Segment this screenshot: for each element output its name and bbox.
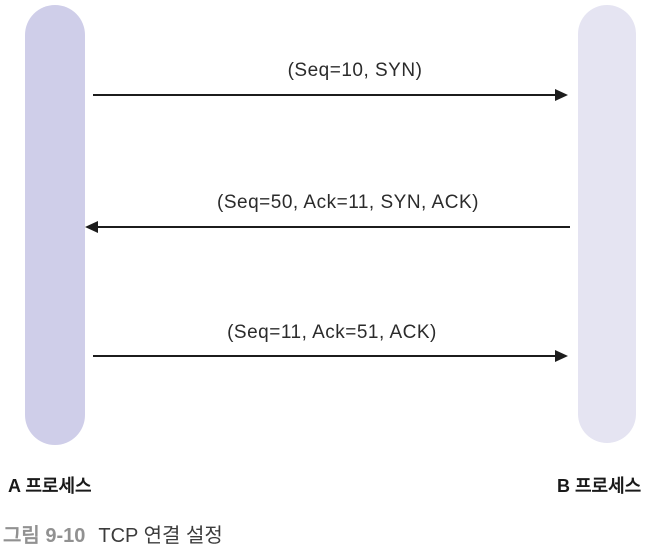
process-a-lifeline <box>25 5 85 445</box>
message-3-arrow-right-icon <box>93 350 568 362</box>
message-1-arrow-right-icon <box>93 89 568 101</box>
figure-caption: 그림 9-10 TCP 연결 설정 <box>3 519 223 548</box>
process-b-label: B 프로세스 <box>557 476 642 496</box>
message-2-label: (Seq=50, Ack=11, SYN, ACK) <box>217 192 479 213</box>
process-a-label: A 프로세스 <box>8 476 92 496</box>
message-1-label: (Seq=10, SYN) <box>287 60 423 81</box>
message-3-label: (Seq=11, Ack=51, ACK) <box>227 322 437 343</box>
process-b-lifeline <box>578 5 636 443</box>
figure-number: 그림 9-10 <box>3 525 86 547</box>
message-2-arrow-left-icon <box>85 221 570 233</box>
figure-title: TCP 연결 설정 <box>98 525 223 547</box>
